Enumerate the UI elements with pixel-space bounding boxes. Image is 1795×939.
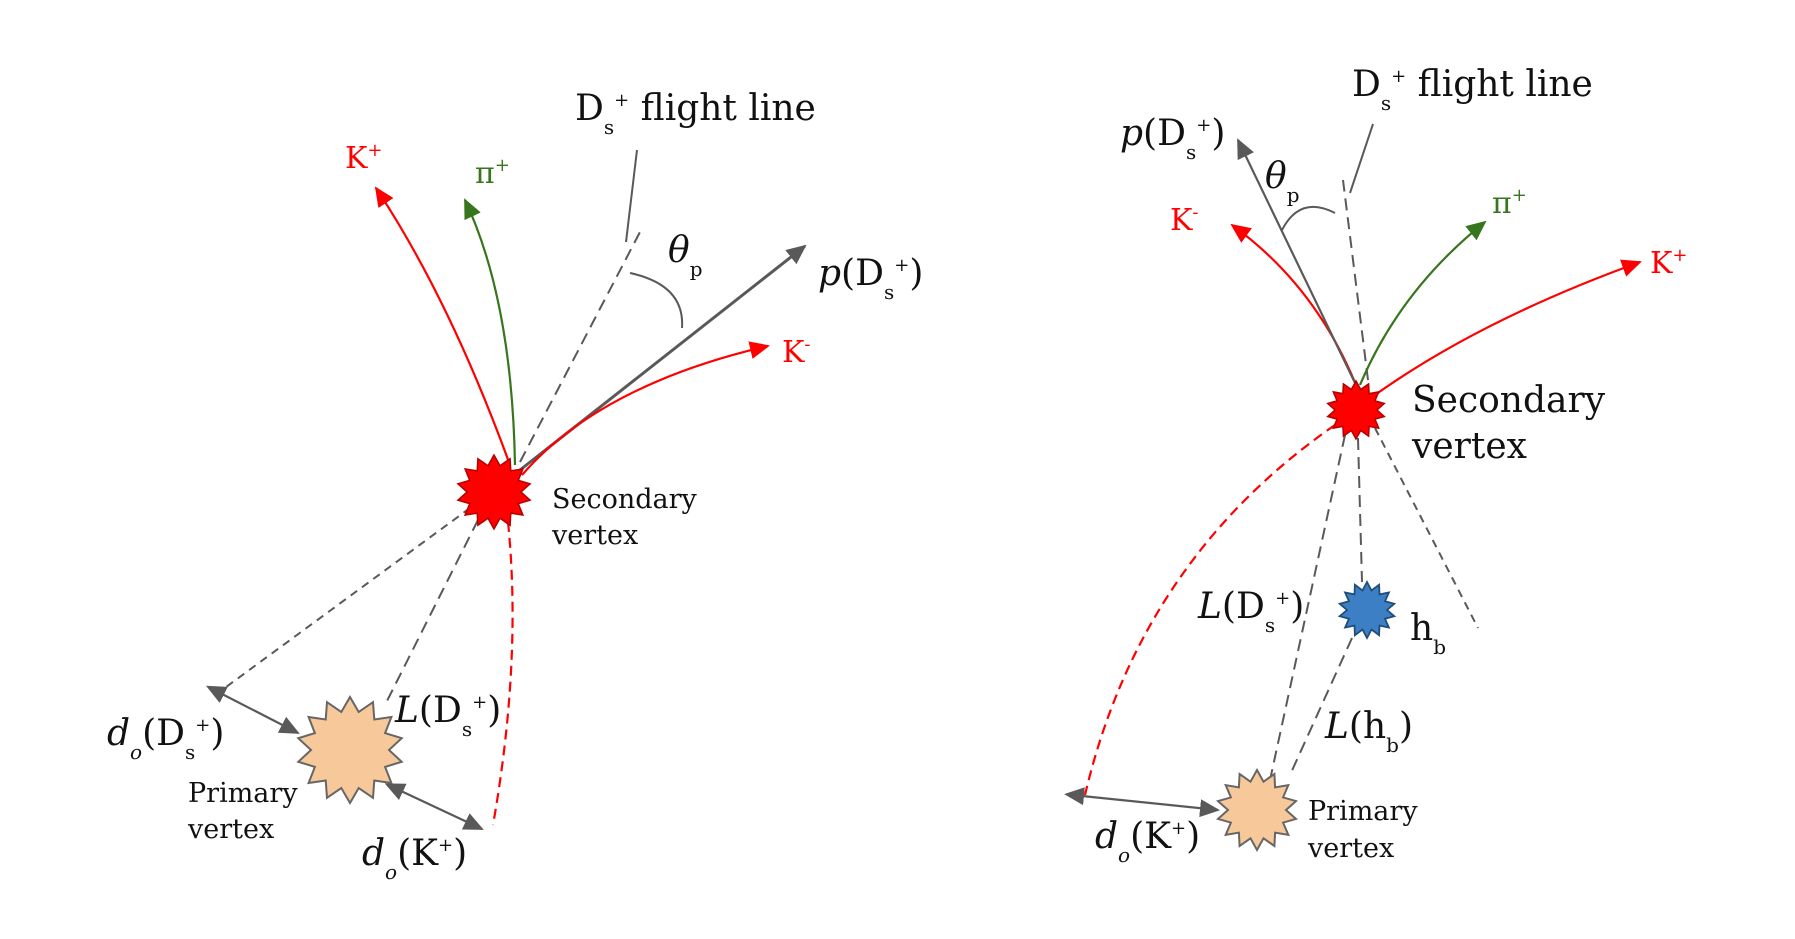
- right-ip-k-label: do(K+): [1095, 816, 1200, 867]
- left-secondary-vertex-icon: [456, 453, 532, 531]
- right-theta-arc: [1281, 205, 1336, 231]
- left-ip-ds-label: do(Ds+): [107, 713, 224, 764]
- left-k-minus-track: [521, 341, 770, 476]
- left-panel: Ds+ flight line θp p(Ds+) K+ π+ K- Secon…: [107, 88, 923, 884]
- right-extra-dashed-line: [1374, 427, 1479, 629]
- right-theta-label: θp: [1265, 156, 1300, 207]
- left-flight-line-label: Ds+ flight line: [575, 88, 816, 139]
- right-pi-plus-label: π+: [1492, 185, 1527, 221]
- right-k-plus-extrapolation-curve: [1083, 424, 1336, 796]
- left-ds-extrapolation-dashed-line: [221, 507, 471, 691]
- left-flight-line-leader: [625, 149, 638, 243]
- right-hb-length-label: L(hb): [1324, 706, 1413, 757]
- left-ip-k-label: do(K+): [362, 833, 467, 884]
- left-theta-arc: [629, 272, 684, 329]
- right-hb-label: hb: [1410, 608, 1446, 659]
- right-pi-plus-track: [1358, 220, 1487, 386]
- right-hb-pv-dashed-line: [1289, 637, 1353, 776]
- left-primary-vertex-icon: [296, 695, 404, 805]
- right-momentum-label: p(Ds+): [1120, 113, 1225, 164]
- left-momentum-label: p(Ds+): [818, 253, 923, 304]
- right-flight-line-leader: [1349, 123, 1374, 194]
- left-pi-plus-track: [464, 198, 517, 466]
- left-theta-label: θp: [668, 230, 703, 281]
- left-decay-length-label: L(Ds+): [394, 690, 501, 741]
- right-k-minus-track: [1230, 223, 1358, 386]
- right-k-plus-track: [1374, 259, 1642, 396]
- left-ds-flight-dashed-line: [519, 231, 641, 463]
- left-ip-k-arrow: [384, 783, 484, 830]
- right-decay-length-dashed-line: [1269, 434, 1346, 781]
- right-flight-line-label: Ds+ flight line: [1352, 64, 1593, 115]
- right-k-minus-label: K-: [1170, 202, 1199, 238]
- left-k-plus-label: K+: [345, 140, 383, 176]
- left-decay-length-dashed-line: [384, 519, 479, 706]
- left-k-plus-track: [374, 186, 512, 466]
- left-ip-ds-arrow: [205, 685, 300, 734]
- right-decay-length-label: L(Ds+): [1197, 586, 1304, 637]
- left-k-plus-extrapolation-curve: [491, 521, 514, 826]
- right-secondary-vertex-icon: [1326, 379, 1386, 441]
- right-sv-hb-dashed-line: [1357, 437, 1363, 583]
- right-k-plus-label: K+: [1650, 245, 1688, 281]
- right-ip-k-arrow: [1064, 787, 1220, 818]
- left-k-minus-label: K-: [782, 334, 811, 370]
- left-pi-plus-label: π+: [475, 155, 510, 191]
- right-hb-vertex-icon: [1337, 580, 1397, 640]
- right-ds-flight-dashed-line: [1342, 179, 1369, 381]
- right-primary-vertex-icon: [1215, 767, 1299, 853]
- right-momentum-arrow: [1237, 138, 1357, 386]
- right-panel: Ds+ flight line p(Ds+) θp K- π+ K+ Secon…: [1064, 64, 1688, 867]
